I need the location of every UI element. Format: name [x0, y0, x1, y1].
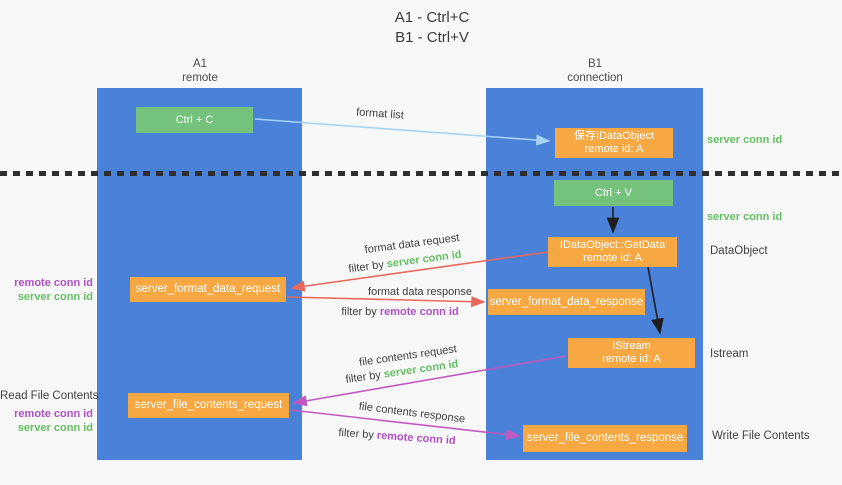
ctrl-c-label: Ctrl + C	[175, 113, 214, 126]
column-header-b1: B1 connection	[567, 57, 623, 85]
column-b1-subtitle: connection	[567, 72, 623, 84]
diagram-title: A1 - Ctrl+C B1 - Ctrl+V	[395, 8, 470, 48]
annotation-format-conn-ids: remote conn id server conn id	[0, 276, 93, 304]
istream-line2: remote id: A	[602, 353, 661, 365]
format-server-conn-id: server conn id	[17, 291, 93, 303]
label-file-contents-response: file contents response	[358, 400, 466, 426]
title-line-2: B1 - Ctrl+V	[395, 29, 469, 46]
column-a1-subtitle: remote	[182, 72, 218, 84]
istream-line1: IStream	[612, 340, 651, 352]
annotation-file-conn-ids: remote conn id server conn id	[0, 407, 93, 435]
annotation-server-conn-id-top: server conn id	[707, 134, 783, 146]
annotation-istream: Istream	[710, 348, 749, 360]
column-b1-title: B1	[587, 58, 603, 70]
column-a1-title: A1	[192, 58, 208, 70]
filter-id-remote-conn: remote conn id	[376, 429, 456, 448]
server-file-contents-request-label: server_file_contents_request	[134, 399, 283, 411]
node-server-file-contents-request: server_file_contents_request	[128, 393, 289, 418]
ctrl-v-label: Ctrl + V	[595, 186, 632, 199]
node-server-format-data-response: server_format_data_response	[488, 289, 645, 315]
node-server-format-data-request: server_format_data_request	[130, 277, 286, 302]
node-getdata: IDataObject::GetData remote id: A	[548, 237, 677, 267]
label-filter-format-response: filter by remote conn id	[341, 305, 458, 319]
filter-id-remote-conn: remote conn id	[379, 306, 459, 318]
node-ctrl-c: Ctrl + C	[136, 107, 253, 133]
node-istream: IStream remote id: A	[568, 338, 695, 368]
filter-prefix: filter by	[338, 426, 378, 442]
filter-prefix: filter by	[347, 258, 388, 276]
file-remote-conn-id: remote conn id	[14, 408, 93, 420]
filter-prefix: filter by	[344, 368, 385, 386]
annotation-server-conn-id-mid: server conn id	[707, 211, 783, 223]
server-format-data-request-label: server_format_data_request	[135, 283, 281, 295]
annotation-write-file-contents: Write File Contents	[712, 430, 810, 442]
label-filter-file-response: filter by remote conn id	[338, 426, 456, 448]
server-format-data-response-label: server_format_data_response	[489, 295, 644, 308]
label-format-data-response: format data response	[368, 286, 472, 298]
dashed-separator-line	[0, 171, 842, 176]
node-server-file-contents-response: server_file_contents_response	[523, 425, 687, 452]
label-format-list: format list	[355, 106, 405, 122]
file-server-conn-id: server conn id	[17, 422, 93, 434]
getdata-line2: remote id: A	[583, 252, 642, 264]
server-file-contents-response-label: server_file_contents_response	[526, 432, 684, 444]
annotation-dataobject: DataObject	[710, 245, 768, 257]
filter-prefix: filter by	[341, 306, 380, 318]
save-dataobject-line1: 保存IDataObject	[573, 130, 655, 142]
column-header-a1: A1 remote	[182, 57, 218, 85]
title-line-1: A1 - Ctrl+C	[394, 9, 470, 26]
getdata-line1: IDataObject::GetData	[559, 239, 666, 251]
node-ctrl-v: Ctrl + V	[554, 180, 673, 206]
annotation-read-file-contents: Read File Contents	[0, 390, 99, 402]
format-remote-conn-id: remote conn id	[14, 277, 93, 289]
save-dataobject-line2: remote id: A	[584, 143, 644, 155]
node-save-dataobject: 保存IDataObject remote id: A	[555, 128, 673, 158]
